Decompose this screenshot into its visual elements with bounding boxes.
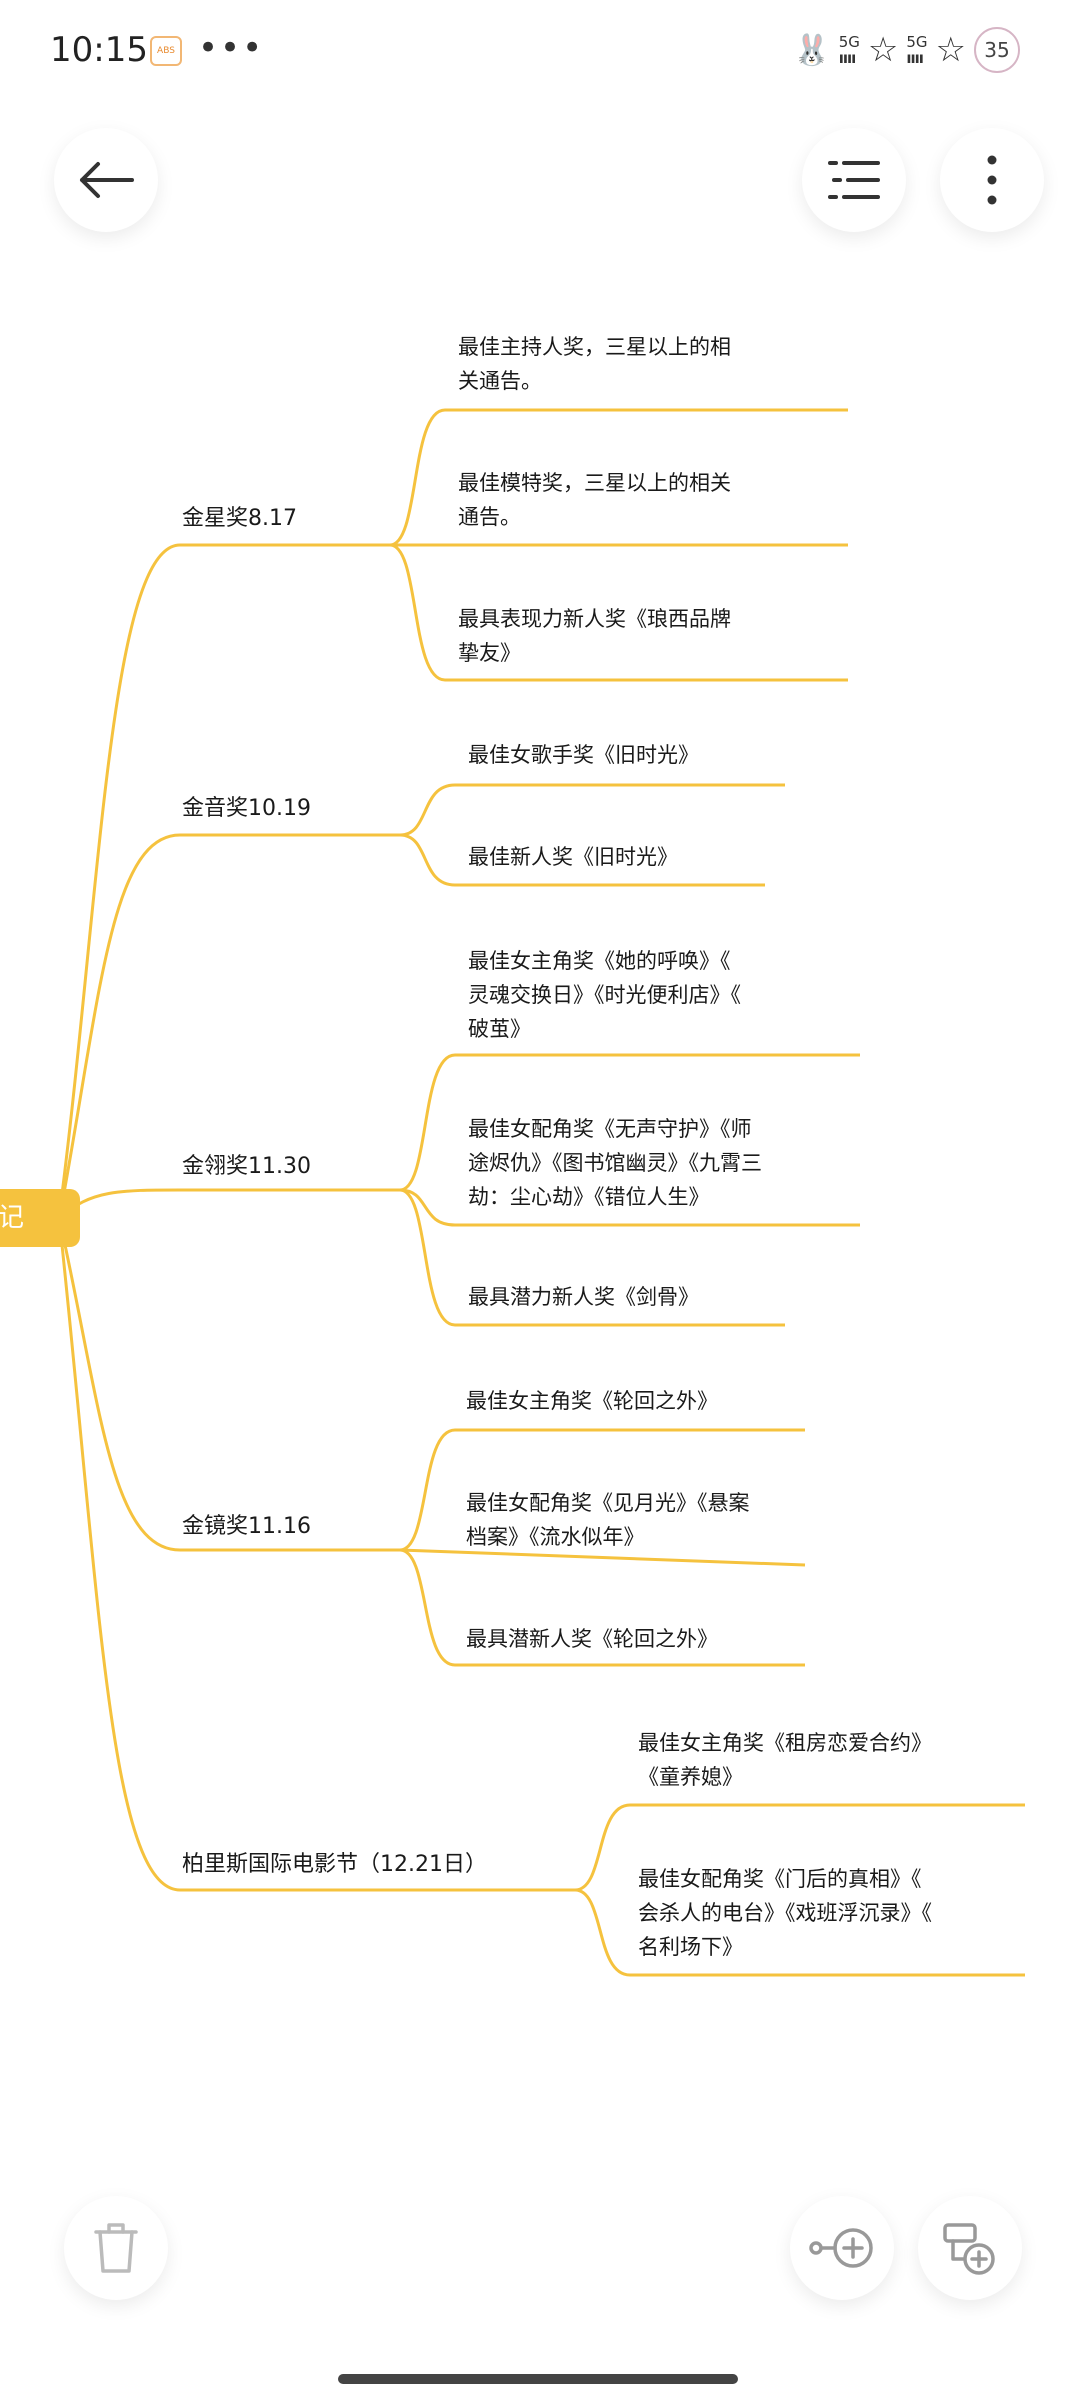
app-notification-icon: ABS (150, 36, 182, 66)
signal-bars-icon: ıııı (906, 49, 924, 67)
child-node[interactable]: 最佳新人奖《旧时光》 (468, 845, 678, 869)
add-sibling-node-button[interactable] (918, 2196, 1022, 2300)
child-node[interactable]: 最佳女配角奖《无声守护》《师 途烬仇》《图书馆幽灵》《九霄三 劫：尘心劫》《错位… (468, 1117, 762, 1209)
branch-node-4[interactable]: 金镜奖11.16 (182, 1514, 311, 1539)
arrow-left-icon (80, 162, 134, 198)
back-button[interactable] (54, 128, 158, 232)
status-time: 10:15 (50, 30, 148, 70)
branch-node-5[interactable]: 柏里斯国际电影节（12.21日） (182, 1852, 487, 1877)
more-vertical-icon (987, 155, 997, 205)
branch-node-2[interactable]: 金音奖10.19 (182, 796, 311, 821)
signal-bars-icon: ıııı (838, 49, 857, 67)
child-node[interactable]: 最佳主持人奖，三星以上的相 关通告。 (458, 335, 731, 393)
home-indicator[interactable] (338, 2374, 738, 2384)
battery-indicator: 35 (974, 27, 1020, 73)
add-branch-icon (943, 2223, 995, 2275)
child-node[interactable]: 最具表现力新人奖《琅西品牌 挚友》 (458, 607, 731, 665)
branch-node-1[interactable]: 金星奖8.17 (182, 506, 297, 531)
root-label: 笔记 (0, 1203, 25, 1233)
child-node[interactable]: 最佳女配角奖《门后的真相》《 会杀人的电台》《戏班浮沉录》《 名利场下》 (638, 1867, 932, 1959)
add-node-icon (809, 2228, 873, 2268)
child-node[interactable]: 最佳女配角奖《见月光》《悬案 档案》《流水似年》 (466, 1491, 750, 1549)
child-node[interactable]: 最佳女主角奖《租房恋爱合约》 《童养媳》 (638, 1731, 932, 1789)
add-child-node-button[interactable] (790, 2196, 894, 2300)
status-bar: 10:15 ABS ••• 🐰 5G ıııı ☆ 5G ıııı ☆ 35 (0, 0, 1080, 100)
network-type-2: 5G (906, 33, 928, 51)
trash-icon (94, 2223, 138, 2273)
star-icon: ☆ (935, 30, 966, 70)
network-type-1: 5G (838, 33, 860, 51)
child-node[interactable]: 最佳模特奖，三星以上的相关 通告。 (458, 471, 731, 529)
more-options-button[interactable] (940, 128, 1044, 232)
child-node[interactable]: 最佳女歌手奖《旧时光》 (468, 743, 699, 767)
child-node[interactable]: 最具潜力新人奖《剑骨》 (468, 1285, 699, 1309)
star-icon: ☆ (867, 30, 899, 70)
list-icon (828, 161, 880, 199)
child-node[interactable]: 最佳女主角奖《她的呼唤》《 灵魂交换日》《时光便利店》《 破茧》 (468, 949, 741, 1041)
more-notifications-icon: ••• (198, 28, 265, 68)
status-indicators: 🐰 5G ıııı ☆ 5G ıııı ☆ 35 (793, 26, 1020, 74)
child-node[interactable]: 最具潜新人奖《轮回之外》 (466, 1627, 718, 1651)
delete-button[interactable] (64, 2196, 168, 2300)
battery-level: 35 (984, 38, 1010, 62)
signal-sim2: 5G ıııı (906, 34, 927, 66)
branch-node-3[interactable]: 金翎奖11.30 (182, 1154, 311, 1179)
signal-sim1: 5G ıııı (839, 34, 860, 66)
mindmap-root-node[interactable]: 笔记 (0, 1189, 80, 1247)
rabbit-icon: 🐰 (793, 32, 831, 68)
child-node[interactable]: 最佳女主角奖《轮回之外》 (466, 1389, 718, 1413)
outline-button[interactable] (802, 128, 906, 232)
